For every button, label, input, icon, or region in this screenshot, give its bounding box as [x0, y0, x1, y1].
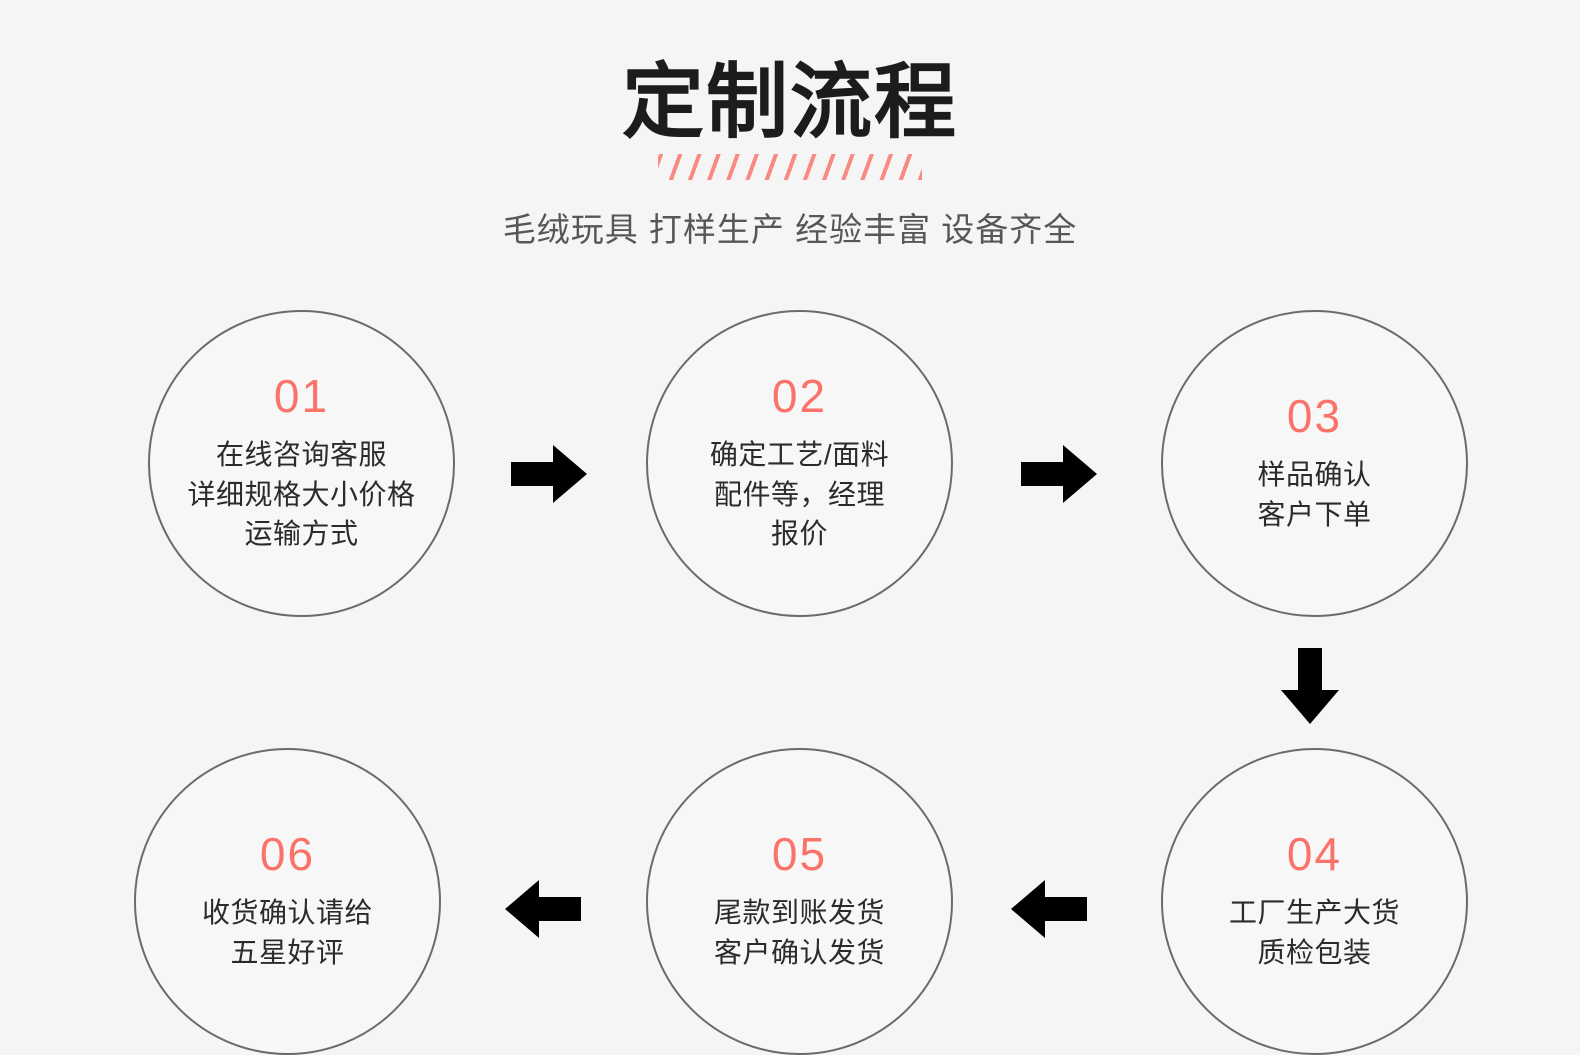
arrow-right-icon — [511, 445, 587, 503]
flow-step-02: 02 确定工艺/面料 配件等，经理 报价 — [646, 310, 953, 617]
process-flow-diagram: 01 在线咨询客服 详细规格大小价格 运输方式 02 确定工艺/面料 配件等，经… — [134, 310, 1468, 1055]
flow-step-05-line-1: 尾款到账发货 — [713, 896, 885, 928]
flow-step-01-line-1: 在线咨询客服 — [215, 438, 387, 470]
flow-step-01-text: 在线咨询客服 详细规格大小价格 运输方式 — [187, 435, 415, 554]
flow-step-03-line-2: 客户下单 — [1257, 498, 1372, 530]
flow-step-04: 04 工厂生产大货 质检包装 — [1161, 748, 1468, 1055]
flow-step-06-line-2: 五星好评 — [230, 936, 345, 968]
page-title: 定制流程 — [621, 57, 958, 148]
flow-step-04-number: 04 — [1286, 827, 1343, 880]
flow-step-04-line-2: 质检包装 — [1257, 936, 1372, 968]
flow-step-03: 03 样品确认 客户下单 — [1161, 310, 1468, 617]
arrow-left-icon — [505, 880, 581, 938]
flow-step-02-number: 02 — [771, 369, 828, 422]
flow-step-05-line-2: 客户确认发货 — [713, 936, 885, 968]
flow-step-05: 05 尾款到账发货 客户确认发货 — [646, 748, 953, 1055]
flow-step-05-text: 尾款到账发货 客户确认发货 — [714, 893, 885, 973]
flow-step-06-text: 收货确认请给 五星好评 — [202, 893, 373, 973]
flow-step-01-number: 01 — [273, 369, 330, 422]
arrow-left-icon — [1011, 880, 1087, 938]
flow-step-02-line-3: 报价 — [770, 518, 828, 550]
flow-step-06-number: 06 — [259, 827, 316, 880]
flow-step-01: 01 在线咨询客服 详细规格大小价格 运输方式 — [148, 310, 455, 617]
flow-step-02-line-1: 确定工艺/面料 — [709, 438, 890, 470]
flow-step-03-number: 03 — [1286, 389, 1343, 442]
arrow-down-icon — [1281, 648, 1339, 724]
flow-step-03-text: 样品确认 客户下单 — [1257, 455, 1371, 535]
page-subtitle: 毛绒玩具 打样生产 经验丰富 设备齐全 — [502, 211, 1078, 248]
arrow-right-icon — [1021, 445, 1097, 503]
flow-step-04-text: 工厂生产大货 质检包装 — [1229, 893, 1400, 973]
flow-step-06-line-1: 收货确认请给 — [201, 896, 373, 928]
flow-step-05-number: 05 — [771, 827, 828, 880]
flow-step-01-line-3: 运输方式 — [244, 518, 359, 550]
page-header: 定制流程 毛绒玩具 打样生产 经验丰富 设备齐全 — [0, 0, 1580, 250]
flow-step-02-line-2: 配件等，经理 — [713, 478, 885, 510]
flow-step-03-line-1: 样品确认 — [1257, 458, 1372, 490]
flow-step-01-line-2: 详细规格大小价格 — [187, 478, 416, 510]
flow-step-02-text: 确定工艺/面料 配件等，经理 报价 — [710, 435, 889, 554]
diagonal-slashes-decoration — [658, 154, 922, 180]
flow-step-04-line-1: 工厂生产大货 — [1228, 896, 1400, 928]
flow-step-06: 06 收货确认请给 五星好评 — [134, 748, 441, 1055]
